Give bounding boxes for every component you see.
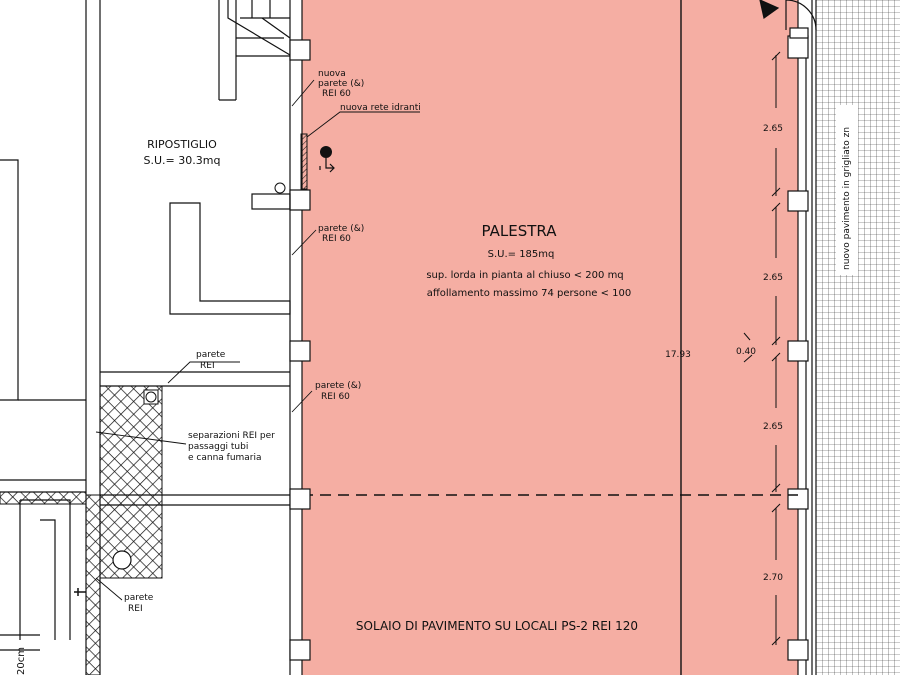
hatched-wall-left — [0, 491, 87, 505]
pipe-circle-icon — [112, 550, 132, 570]
parete-amp-label: parete (&) — [318, 79, 364, 89]
pavimento-label: nuovo pavimento in grigliato zn — [842, 127, 852, 270]
parete5-label-a: parete — [124, 593, 154, 603]
dimension-1: 2.65 — [763, 124, 783, 134]
grating-label-background — [836, 105, 858, 275]
dimension-4: 2.70 — [763, 573, 783, 583]
dimension-3: 2.65 — [763, 422, 783, 432]
parete3-label-b: REI — [200, 361, 215, 371]
separazioni-label-1: separazioni REI per — [188, 431, 275, 441]
nuova-label: nuova — [318, 69, 346, 79]
middle-wall — [289, 0, 303, 675]
rei60-label: REI 60 — [322, 89, 351, 99]
flue-circle-icon — [145, 391, 157, 403]
parete4-label-b: REI 60 — [321, 392, 350, 402]
hydrant-icon — [319, 146, 335, 173]
parete2-label-a: parete (&) — [318, 224, 364, 234]
solaio-label: SOLAIO DI PAVIMENTO SU LOCALI PS-2 REI 1… — [356, 619, 638, 633]
grating-floor — [816, 0, 900, 675]
palestra-label: PALESTRA — [482, 222, 558, 240]
left-outline — [0, 159, 86, 651]
staircase — [218, 0, 291, 101]
ripostiglio-area: S.U.= 30.3mq — [144, 154, 221, 167]
parete4-label-a: parete (&) — [315, 381, 361, 391]
parete3-label-a: parete — [196, 350, 226, 360]
palestra-area: S.U.= 185mq — [488, 249, 555, 260]
cut-dimension-label: 20cm — [16, 647, 27, 675]
rei-separation-hatch — [99, 385, 163, 579]
dimension-pillar: 0.40 — [736, 347, 756, 357]
ripostiglio-label: RIPOSTIGLIO — [147, 138, 217, 151]
separazioni-label-3: e canna fumaria — [188, 453, 262, 463]
separazioni-label-2: passaggi tubi — [188, 442, 248, 452]
fixture-circle-icon — [274, 182, 286, 194]
middle-pilasters — [289, 39, 311, 661]
parete5-label-b: REI — [128, 604, 143, 614]
hydrant-wall-strip — [300, 133, 308, 190]
right-wall — [797, 0, 817, 675]
dimension-2: 2.65 — [763, 273, 783, 283]
palestra-room-fill — [302, 0, 798, 675]
parete2-label-b: REI 60 — [322, 234, 351, 244]
hatched-wall-vertical — [85, 494, 101, 675]
leader-lines — [95, 79, 420, 601]
door-top-right — [759, 0, 817, 39]
right-pilasters — [787, 35, 809, 661]
rete-idranti-label: nuova rete idranti — [340, 103, 421, 113]
dimension-total: 17.93 — [665, 350, 691, 360]
dimension-chain — [743, 51, 781, 646]
palestra-note-2: affollamento massimo 74 persone < 100 — [427, 288, 632, 299]
door-symbol — [74, 588, 86, 596]
palestra-note-1: sup. lorda in pianta al chiuso < 200 mq — [426, 270, 623, 281]
